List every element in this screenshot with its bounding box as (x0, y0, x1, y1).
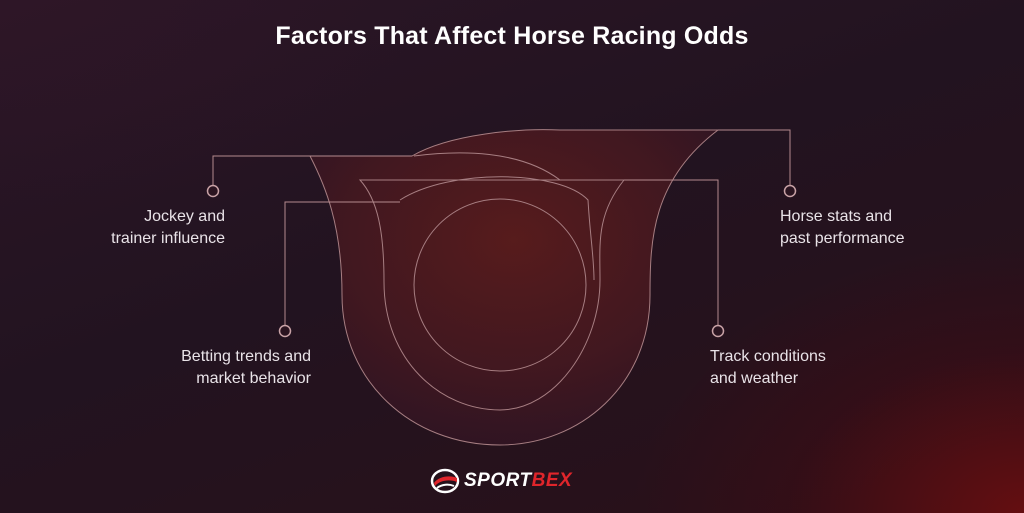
logo-text-bex: BEX (531, 470, 573, 491)
factor-track-label: Track conditions and weather (710, 346, 826, 390)
factor-horse-label: Horse stats and past performance (780, 206, 905, 250)
page-title: Factors That Affect Horse Racing Odds (275, 22, 749, 50)
factor-track-line2: and weather (710, 370, 799, 387)
sportbex-logo-icon (430, 468, 460, 494)
dot-horse (783, 184, 797, 198)
connector-betting (284, 201, 400, 330)
logo-text-sport: SPORT (464, 470, 532, 491)
factor-track-line1: Track conditions (710, 348, 826, 365)
factor-betting-line1: Betting trends and (181, 348, 311, 365)
dot-betting (278, 324, 292, 338)
factor-horse-line2: past performance (780, 230, 905, 247)
factor-jockey-label: Jockey and trainer influence (111, 206, 225, 250)
track-lane-connector (413, 152, 561, 181)
connector-track (624, 179, 719, 330)
factor-betting-label: Betting trends and market behavior (181, 346, 311, 390)
factor-horse-line1: Horse stats and (780, 208, 893, 225)
dot-jockey (206, 184, 220, 198)
track-lane-outer (358, 179, 626, 411)
connector-horse (718, 129, 791, 190)
track-infield (413, 198, 587, 372)
sportbex-logo: SPORTBEX (430, 466, 572, 496)
sportbex-logo-text: SPORTBEX (464, 470, 572, 492)
connector-jockey (212, 155, 412, 190)
track-lane-inner (399, 176, 595, 281)
factor-jockey-line1: Jockey and (144, 208, 225, 225)
dot-track (711, 324, 725, 338)
factor-jockey-line2: trainer influence (111, 230, 225, 247)
factor-betting-line2: market behavior (196, 370, 311, 387)
